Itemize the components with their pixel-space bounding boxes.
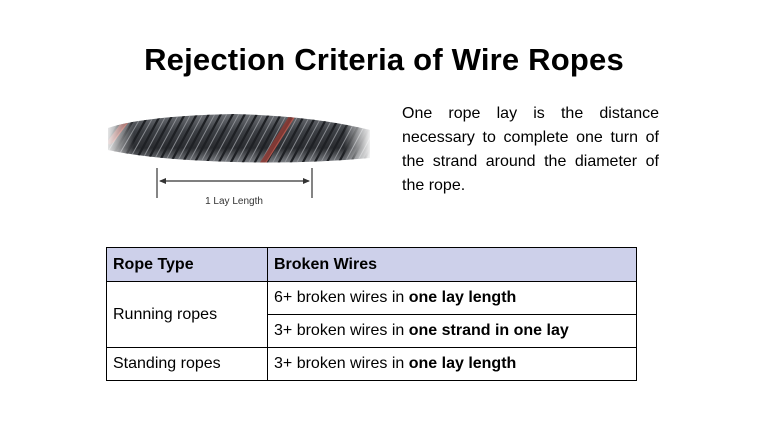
header-broken-wires: Broken Wires <box>267 247 637 282</box>
lay-length-label: 1 Lay Length <box>205 196 263 207</box>
criterion-text: 3+ broken wires in <box>274 355 409 372</box>
criterion-text: 6+ broken wires in <box>274 289 409 306</box>
wire-rope-image: 1 Lay Length <box>104 108 372 207</box>
running-criterion-2: 3+ broken wires in one strand in one lay <box>267 314 637 348</box>
standing-criterion: 3+ broken wires in one lay length <box>267 347 637 381</box>
criterion-emphasis: one strand in one lay <box>408 322 569 339</box>
table-row: Running ropes 6+ broken wires in one lay… <box>106 281 637 348</box>
header-rope-type: Rope Type <box>106 247 268 282</box>
table-row: 3+ broken wires in one strand in one lay <box>107 314 637 348</box>
running-criterion-1: 6+ broken wires in one lay length <box>267 281 637 315</box>
criterion-text: 3+ broken wires in <box>274 322 409 339</box>
criterion-emphasis: one lay length <box>408 355 517 372</box>
rope-lay-description: One rope lay is the distance necessary t… <box>402 105 659 194</box>
slide-title: Rejection Criteria of Wire Ropes <box>144 42 624 77</box>
criterion-emphasis: one lay length <box>408 289 517 306</box>
table-row: Standing ropes 3+ broken wires in one la… <box>106 347 637 381</box>
table-header-row: Rope Type Broken Wires <box>106 247 637 282</box>
running-ropes-cell: Running ropes <box>106 281 268 348</box>
rejection-criteria-table: Rope Type Broken Wires Running ropes 6+ … <box>106 247 637 381</box>
wire-rope-figure: 1 Lay Length <box>104 72 372 214</box>
standing-ropes-cell: Standing ropes <box>106 347 268 381</box>
